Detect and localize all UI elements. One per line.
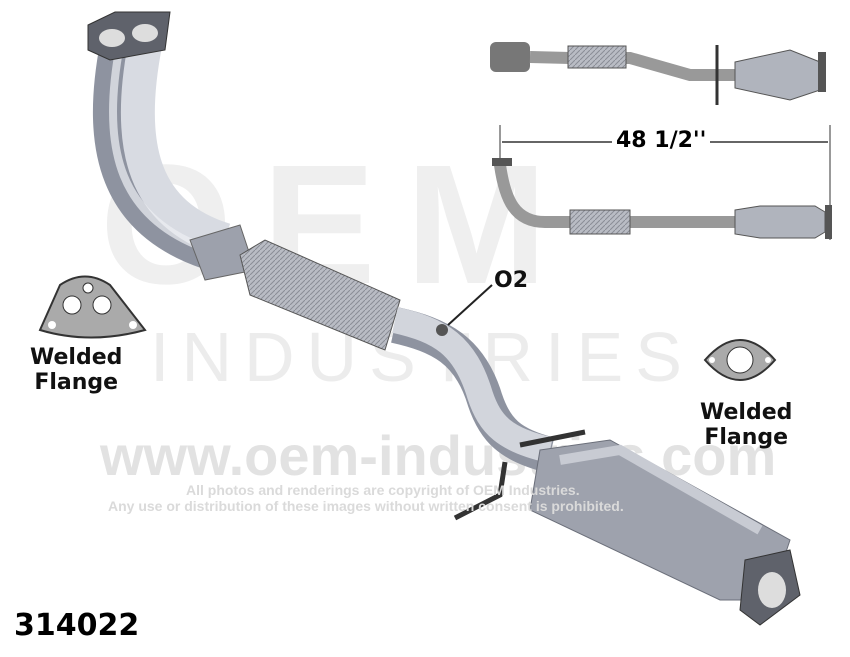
left-flange-label: Welded Flange (30, 345, 122, 396)
right-gasket-icon (703, 339, 777, 381)
o2-sensor-port (436, 324, 448, 336)
hanger-bracket (453, 429, 586, 521)
right-flange-label-line2: Flange (704, 425, 789, 451)
inlet-flange (87, 11, 171, 61)
front-pipe (92, 41, 231, 269)
left-flange-label-line1: Welded (30, 345, 123, 370)
left-gasket-icon (38, 275, 147, 339)
o2-label: O2 (494, 268, 529, 293)
copyright-line-2: Any use or distribution of these images … (108, 498, 624, 514)
left-flange-label-line2: Flange (34, 370, 119, 396)
inset-top-view (490, 42, 826, 105)
part-number: 314022 (14, 608, 140, 643)
copyright-line-1: All photos and renderings are copyright … (186, 482, 580, 498)
length-dimension: 48 1/2'' (612, 128, 711, 153)
right-flange-label-line1: Welded (700, 400, 793, 425)
flex-pipe (239, 239, 401, 351)
right-flange-label: Welded Flange (700, 400, 792, 451)
